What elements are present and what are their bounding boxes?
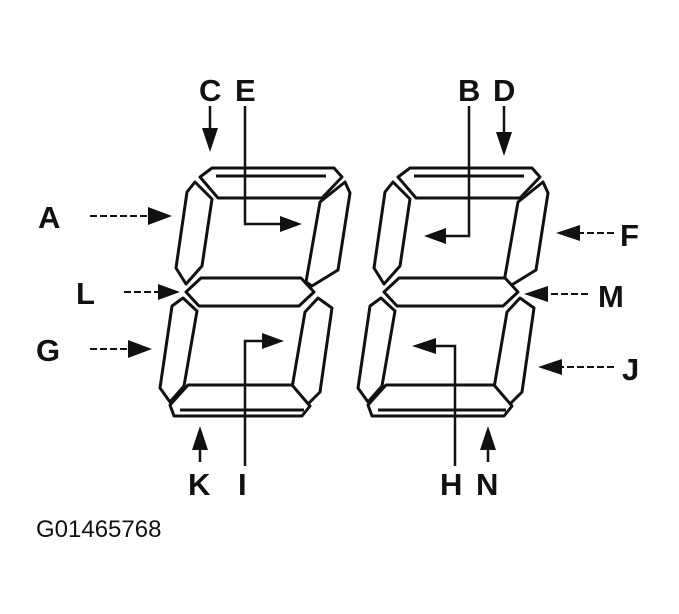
left-digit-upper-right-segment	[304, 180, 352, 288]
leader-B	[424, 106, 471, 244]
left-digit-middle-segment	[184, 276, 316, 308]
right-digit	[356, 166, 550, 418]
right-digit-upper-left-segment	[372, 180, 412, 286]
left-digit-bottom-segment	[168, 383, 312, 418]
right-digit-lower-left-segment	[356, 296, 397, 404]
left-digit-lower-left-segment	[158, 296, 199, 404]
left-digit	[158, 166, 352, 418]
label-L: L	[76, 276, 95, 311]
label-F: F	[620, 218, 639, 253]
label-E: E	[235, 73, 256, 108]
left-digit-upper-left-segment	[174, 180, 214, 286]
left-digit-top-segment	[198, 166, 344, 200]
leader-K	[192, 426, 208, 462]
label-G: G	[36, 333, 60, 368]
label-D: D	[493, 73, 515, 108]
leader-G	[90, 340, 152, 358]
label-K: K	[188, 467, 211, 502]
right-digit-bottom-segment	[366, 383, 514, 418]
leader-I	[243, 333, 284, 466]
leader-D	[496, 106, 512, 156]
label-A: A	[38, 200, 60, 235]
right-digit-middle-segment	[382, 276, 520, 308]
label-M: M	[598, 279, 624, 314]
leader-F	[556, 225, 614, 241]
label-B: B	[458, 73, 480, 108]
label-H: H	[440, 467, 462, 502]
leader-E	[243, 106, 302, 232]
label-N: N	[476, 467, 498, 502]
figure-code: G01465768	[36, 516, 161, 543]
leader-A	[90, 207, 172, 225]
leader-M	[524, 286, 588, 302]
label-C: C	[199, 73, 221, 108]
leader-N	[480, 426, 496, 462]
leader-J	[538, 359, 614, 375]
leader-C	[202, 106, 218, 152]
leader-H	[412, 338, 457, 466]
label-J: J	[622, 352, 639, 387]
label-I: I	[238, 467, 247, 502]
leader-L	[124, 284, 180, 300]
